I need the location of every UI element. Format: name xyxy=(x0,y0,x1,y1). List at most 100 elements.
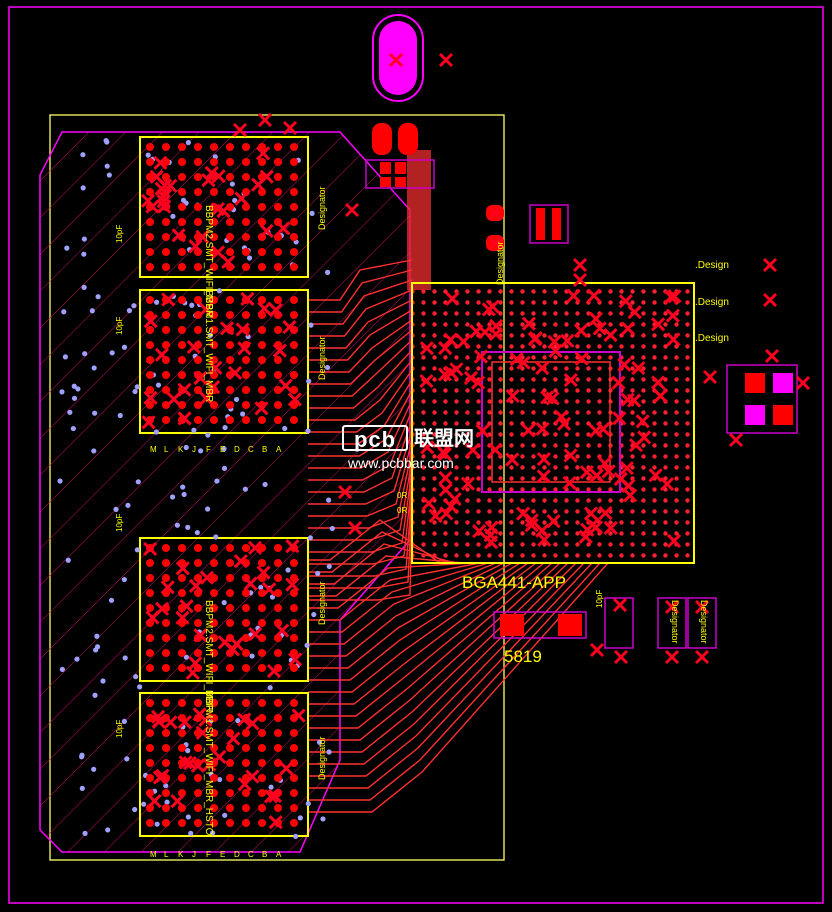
via xyxy=(324,364,331,371)
via xyxy=(134,384,140,390)
via xyxy=(326,563,332,570)
via xyxy=(308,322,314,328)
column-letter: L xyxy=(164,850,169,859)
drc-error-mark xyxy=(143,314,158,329)
pad xyxy=(242,203,250,211)
drc-error-mark xyxy=(179,599,194,614)
memory-chip-4[interactable] xyxy=(139,692,309,837)
drc-error-mark xyxy=(611,375,626,390)
pad xyxy=(258,619,266,627)
drc-error-mark xyxy=(485,299,500,314)
via xyxy=(91,766,97,772)
via xyxy=(164,799,170,805)
via xyxy=(326,749,332,755)
drc-error-mark xyxy=(667,289,682,304)
pad xyxy=(290,158,298,166)
pad xyxy=(290,744,298,752)
via xyxy=(154,299,160,305)
crystal-caps[interactable] xyxy=(365,123,435,189)
bga-main-chip[interactable] xyxy=(411,282,695,564)
via xyxy=(94,633,100,639)
drc-error-mark xyxy=(664,599,680,615)
drc-error-mark xyxy=(175,610,190,625)
via xyxy=(94,644,101,650)
pad xyxy=(242,233,250,241)
pad xyxy=(274,143,282,151)
via xyxy=(100,678,106,684)
pad xyxy=(210,589,218,597)
cap-tag-5: 10pF xyxy=(595,590,604,608)
pad xyxy=(194,143,202,151)
pad xyxy=(210,341,218,349)
watermark-cn-text: 联盟网 xyxy=(414,426,474,450)
drc-error-mark xyxy=(437,367,452,382)
pad xyxy=(226,173,234,181)
drc-error-mark xyxy=(186,339,201,355)
drc-error-mark xyxy=(243,576,258,591)
pad xyxy=(274,744,282,752)
via xyxy=(213,534,219,540)
pad xyxy=(242,744,250,752)
memory-chip-1[interactable] xyxy=(139,136,309,278)
drc-error-mark xyxy=(262,582,277,597)
column-letter: K xyxy=(178,445,184,454)
pad xyxy=(274,356,282,364)
column-letter: E xyxy=(220,850,225,859)
via xyxy=(309,210,315,216)
drc-error-mark xyxy=(287,392,302,407)
pad xyxy=(242,173,250,181)
pad xyxy=(210,544,218,552)
memory-chip-3[interactable] xyxy=(139,537,309,682)
column-letter: A xyxy=(276,445,282,454)
pad xyxy=(162,233,170,241)
right-components[interactable] xyxy=(726,364,798,434)
pad xyxy=(178,664,186,672)
pad xyxy=(258,248,266,256)
memory-chip-2[interactable] xyxy=(139,289,309,434)
pad xyxy=(290,203,298,211)
via xyxy=(91,448,97,454)
via xyxy=(71,395,78,401)
drc-error-mark xyxy=(547,334,562,349)
pad xyxy=(258,759,266,767)
diode-5819[interactable] xyxy=(493,611,587,639)
pad xyxy=(146,634,154,642)
drc-error-mark xyxy=(237,712,252,727)
column-letter: L xyxy=(164,445,169,454)
pad xyxy=(194,188,202,196)
drc-error-mark xyxy=(156,194,171,209)
drc-error-mark xyxy=(226,731,241,746)
pad xyxy=(226,311,234,319)
pad xyxy=(178,218,186,226)
via xyxy=(232,197,238,204)
bottom-right-caps[interactable] xyxy=(604,597,717,649)
pad xyxy=(162,819,170,827)
cap-tag-2: 10pF xyxy=(115,317,124,335)
pad xyxy=(210,218,218,226)
drc-error-mark xyxy=(560,333,575,348)
pad xyxy=(162,326,170,334)
pad xyxy=(210,263,218,271)
drc-error-mark xyxy=(163,178,178,193)
drc-error-mark xyxy=(245,716,260,731)
pad xyxy=(274,173,282,181)
pad xyxy=(146,233,154,241)
drc-error-mark xyxy=(612,411,627,426)
column-letter: F xyxy=(206,850,211,859)
drc-error-mark xyxy=(177,382,192,397)
via xyxy=(320,816,326,822)
drc-error-mark xyxy=(666,533,682,548)
pad xyxy=(242,804,250,812)
pad xyxy=(146,664,154,672)
pad xyxy=(274,401,282,409)
drc-error-mark xyxy=(266,663,282,679)
pad xyxy=(258,544,266,552)
via xyxy=(324,269,331,275)
cap-tag-4: 10pF xyxy=(115,720,124,738)
column-letter: B xyxy=(262,445,267,454)
pad xyxy=(210,143,218,151)
pad xyxy=(242,664,250,672)
pad xyxy=(194,158,202,166)
pad xyxy=(194,619,202,627)
